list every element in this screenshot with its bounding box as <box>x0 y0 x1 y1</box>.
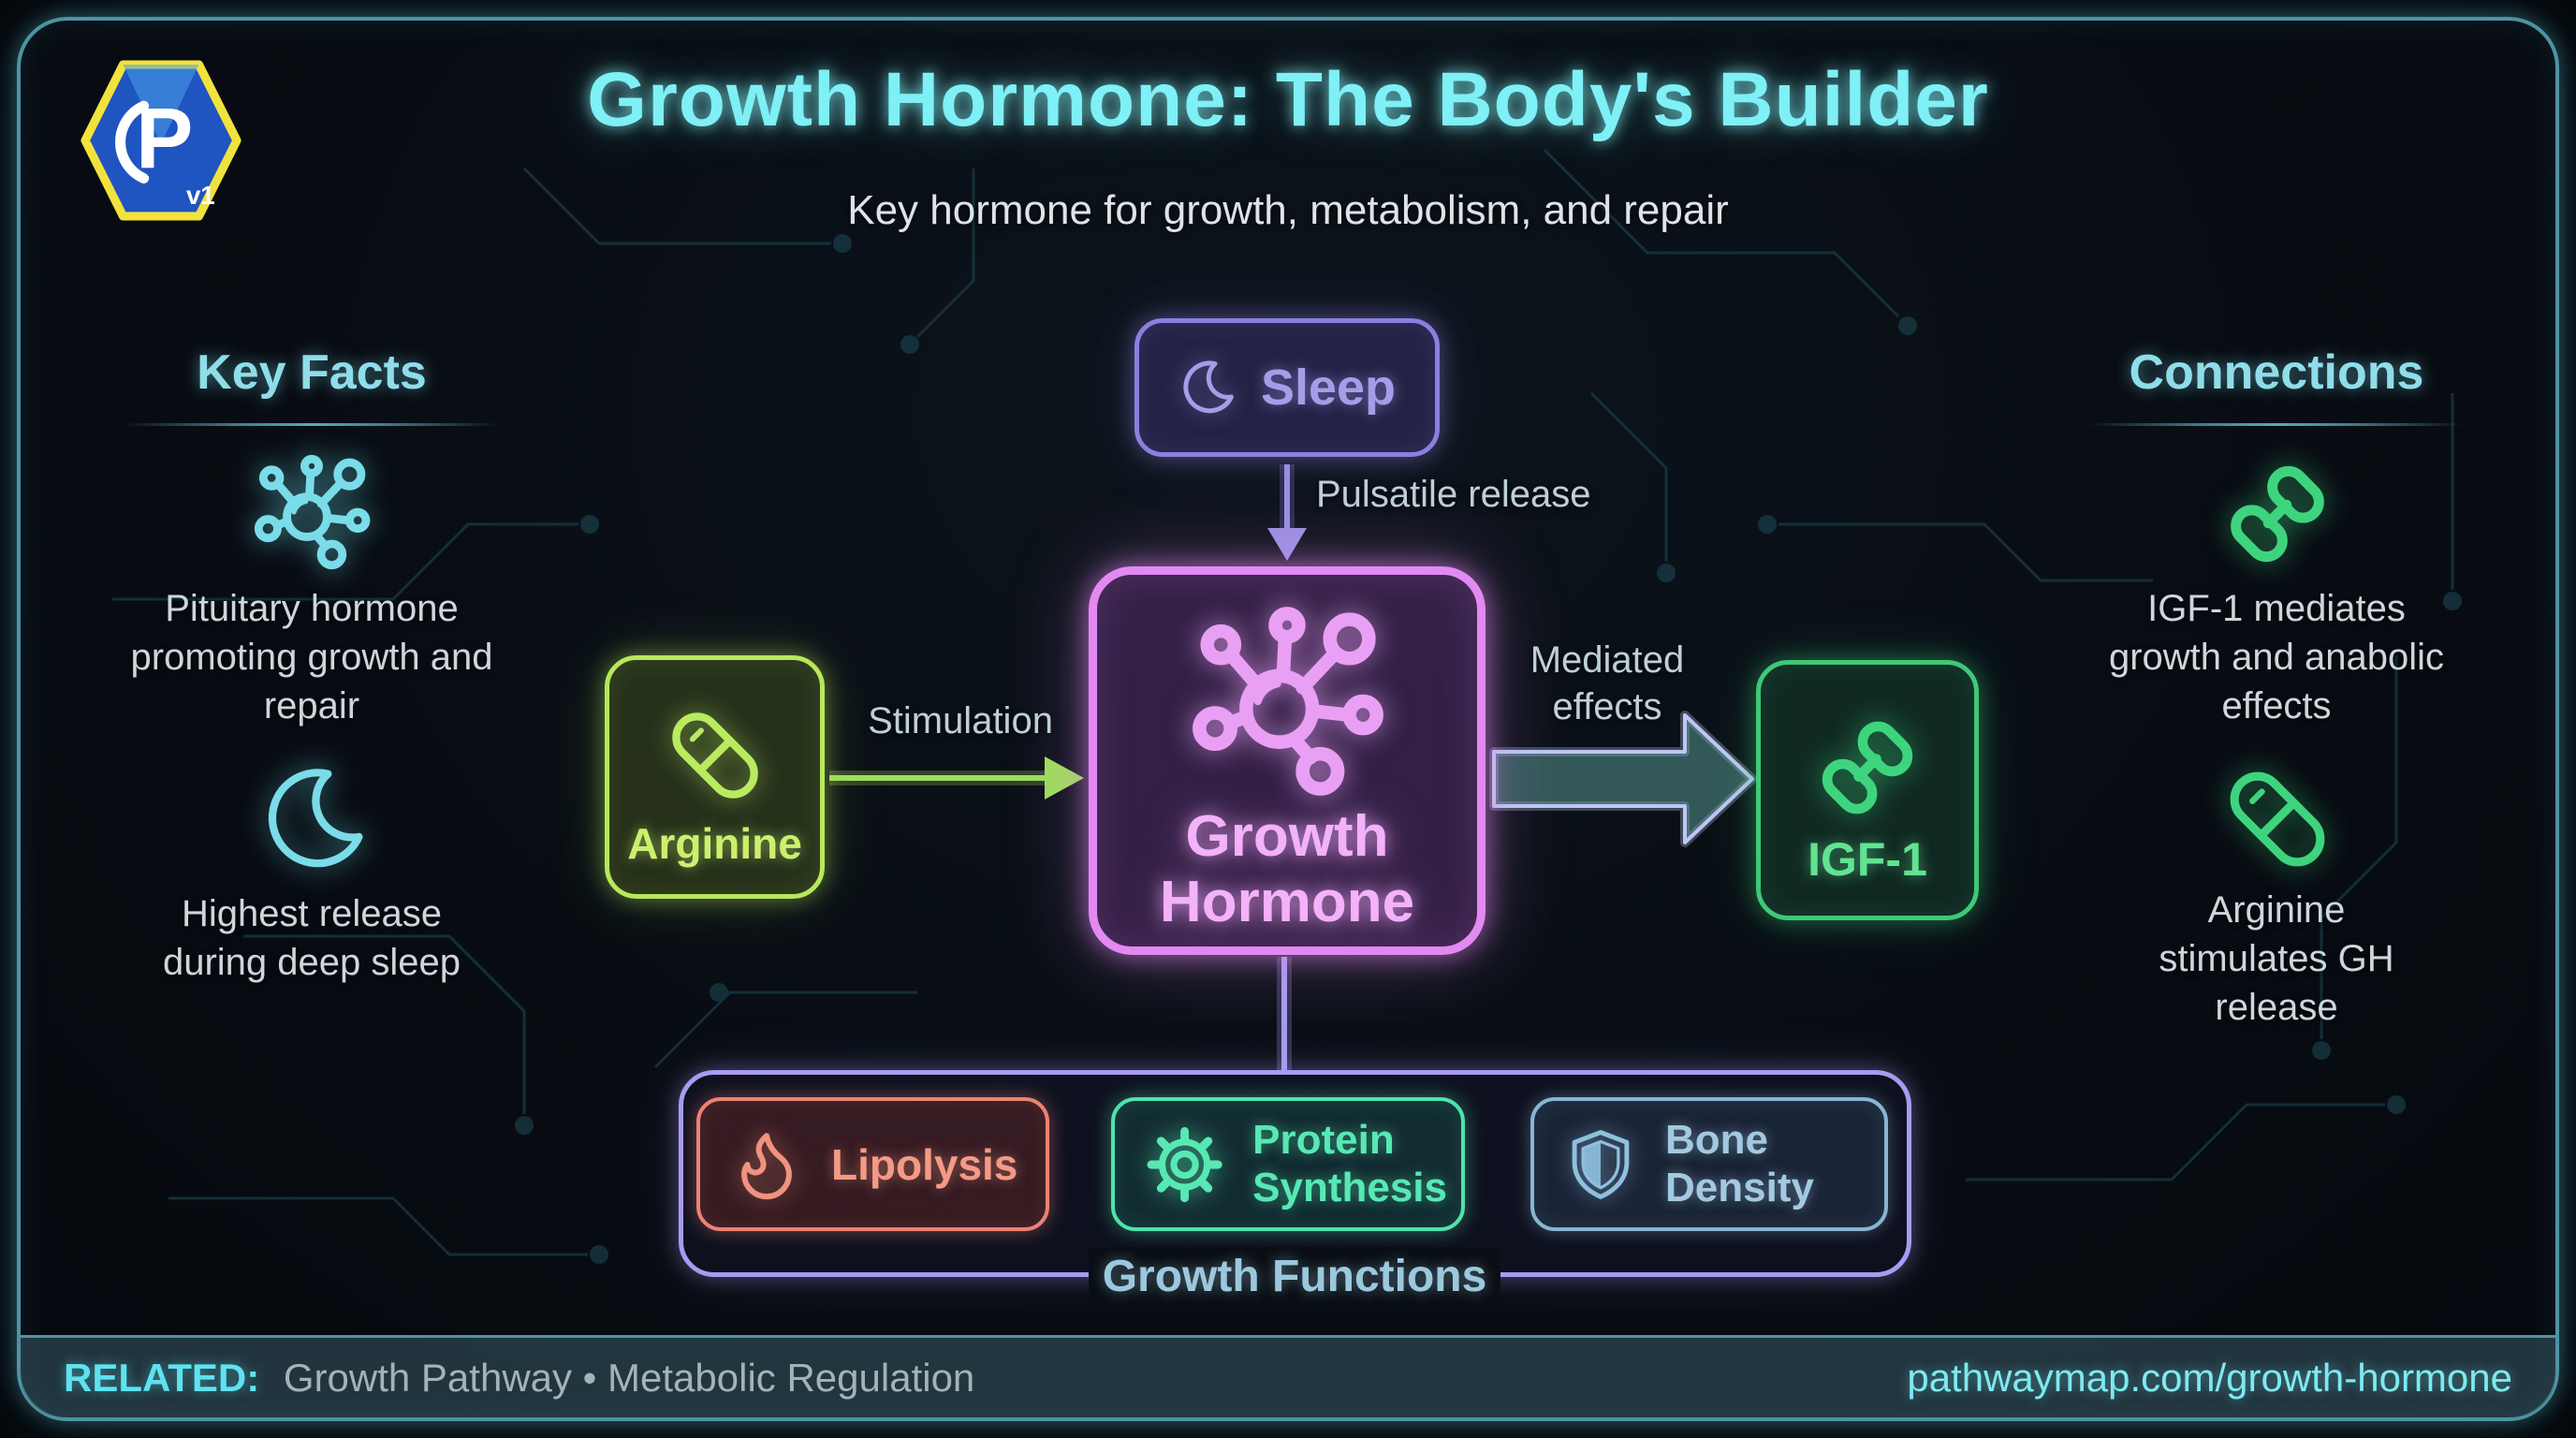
node-igf1: IGF-1 <box>1756 660 1979 920</box>
node-sleep: Sleep <box>1134 318 1440 457</box>
hormone-molecule-icon <box>1193 607 1383 796</box>
growth-functions-label: Growth Functions <box>1089 1247 1500 1307</box>
edge-label-mediated-effects: Mediated effects <box>1530 639 1685 727</box>
moon-icon <box>1183 360 1234 414</box>
chain-link-icon <box>2231 465 2324 563</box>
shield-icon <box>1572 1129 1630 1199</box>
function-box-bone-density: Bone Density <box>1530 1097 1888 1231</box>
stimulation-arrow <box>829 756 1084 800</box>
connections-underline <box>2089 423 2464 426</box>
function-label: Bone Density <box>1665 1116 1814 1211</box>
sleep-arrow <box>1267 464 1307 561</box>
key-fact-text: Pituitary hormone promoting growth and r… <box>130 588 493 726</box>
connection-text: Arginine stimulates GH release <box>2159 889 2394 1028</box>
connections-heading: Connections <box>2129 345 2424 400</box>
hormone-molecule-icon <box>254 454 371 570</box>
edge-label-stimulation: Stimulation <box>868 700 1053 741</box>
footer-bar: RELATED: Growth Pathway • Metabolic Regu… <box>21 1335 2555 1417</box>
node-sleep-label: Sleep <box>1260 360 1397 416</box>
chain-link-icon <box>1822 721 1913 814</box>
node-growth-hormone: Growth Hormone <box>1089 566 1486 955</box>
growth-functions-container <box>679 1070 1911 1277</box>
related-items: Growth Pathway • Metabolic Regulation <box>283 1355 975 1400</box>
page-subtitle: Key hormone for growth, metabolism, and … <box>847 187 1729 233</box>
edge-label-pulsatile-release: Pulsatile release <box>1316 474 1591 515</box>
function-box-protein-synthesis: Protein Synthesis <box>1111 1097 1465 1231</box>
node-igf1-label: IGF-1 <box>1808 833 1927 886</box>
key-fact-text: Highest release during deep sleep <box>162 893 461 983</box>
function-label: Protein Synthesis <box>1252 1116 1448 1211</box>
footer-related: RELATED: Growth Pathway • Metabolic Regu… <box>64 1356 974 1401</box>
pill-icon <box>2230 771 2325 867</box>
gear-icon <box>1147 1126 1222 1202</box>
function-label: Lipolysis <box>831 1139 1018 1189</box>
pill-icon <box>671 712 758 799</box>
logo-letter: P <box>136 91 193 186</box>
connection-text: IGF-1 mediates growth and anabolic effec… <box>2108 588 2445 726</box>
node-arginine-label: Arginine <box>627 819 802 868</box>
page-title: Growth Hormone: The Body's Builder <box>587 57 1989 142</box>
function-box-lipolysis: Lipolysis <box>696 1097 1049 1231</box>
key-facts-underline <box>124 423 499 426</box>
node-growth-hormone-label: Growth Hormone <box>1159 804 1415 934</box>
site-url-link[interactable]: pathwaymap.com/growth-hormone <box>1907 1355 2512 1400</box>
related-label: RELATED: <box>64 1355 260 1400</box>
node-arginine: Arginine <box>605 655 825 899</box>
key-facts-heading: Key Facts <box>197 345 427 400</box>
logo-badge: P v1 <box>80 60 242 221</box>
flame-icon <box>741 1132 792 1199</box>
moon-icon <box>268 769 363 868</box>
logo-version: v1 <box>186 181 215 210</box>
mediated-effects-arrow <box>1489 711 1757 847</box>
